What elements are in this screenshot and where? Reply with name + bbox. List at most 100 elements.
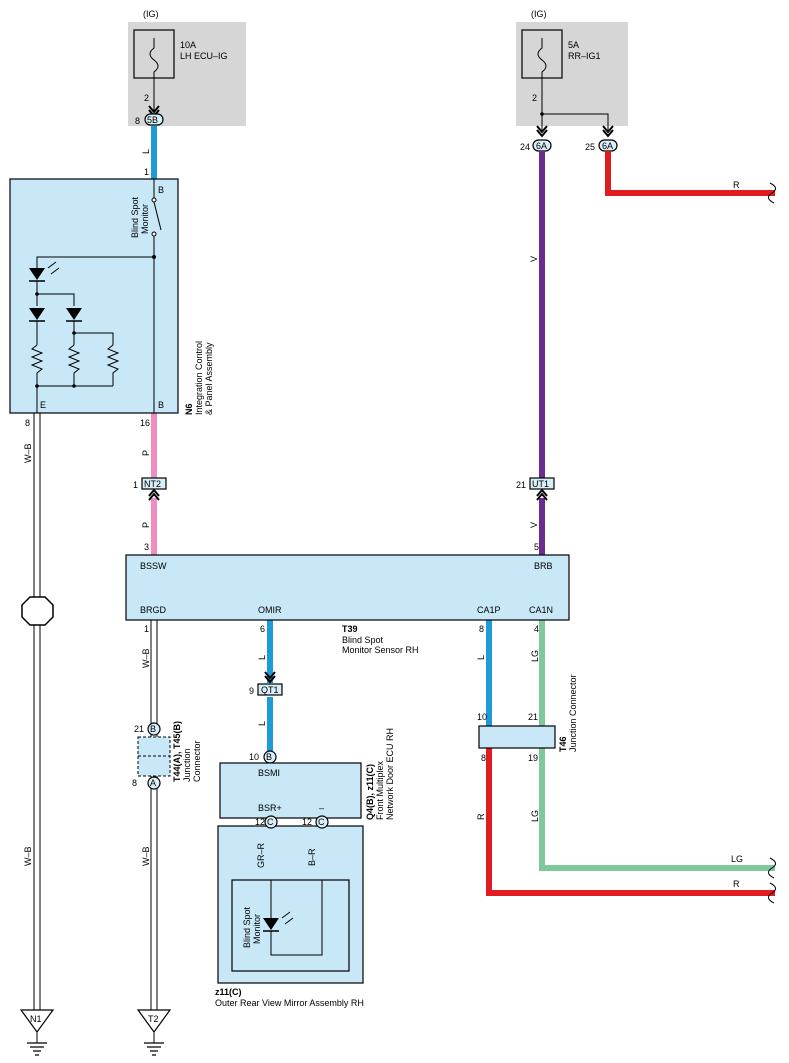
fuse-rating: 5A [568,40,579,50]
wire-color-label: LG [731,854,743,864]
fuse-block-rr-ig1: (IG) 5A RR–IG1 2 24 6A 25 6A [516,9,628,152]
connector-label: A [150,778,156,788]
fuse-symbol-icon [537,38,547,82]
component-name: Integration Control [194,341,204,415]
fuse-name: LH ECU–IG [180,51,228,61]
terminal-label: – [319,803,324,813]
wire-color-label: L [141,149,151,154]
wire-color-label: L [476,655,486,660]
pin-number: 1 [133,480,138,490]
component-code: N6 [184,403,194,415]
resistor-icon [106,344,120,386]
wire-color-label: R [476,813,486,820]
switch-label: Monitor [140,204,150,234]
pin-number: 3 [144,542,149,552]
connector-nt2: 1 NT2 [133,477,167,501]
pin-number: 24 [520,142,530,152]
terminal-label: BRGD [140,605,167,615]
wire-color-label: LG [530,810,540,822]
ground-icon [144,1042,164,1056]
connector-label: UT1 [532,479,549,489]
diode-icon [66,308,82,320]
fuse-source-label: (IG) [531,9,547,19]
component-code: Q4(B), z11(C) [365,764,375,820]
component-q4: 10 B BSMI BSR+ – Q4(B), z11(C) Front Mul… [219,728,395,820]
fuse-rating: 10A [180,40,196,50]
pin-number: 2 [144,93,149,103]
wire-color-label: V [529,256,539,262]
wire-color-label: P [141,450,151,456]
arrow-up-icon [148,488,160,501]
resistor-icon [30,344,44,386]
arrow-down-icon [264,671,276,684]
component-t46: 10 21 8 19 T46 Junction Connector [477,674,578,763]
fuse-source-label: (IG) [143,9,159,19]
terminal-label: BSMI [258,768,280,778]
connector-label: 6A [536,141,547,151]
ground-label: T2 [148,1014,159,1024]
wire-color-label: R [733,879,740,889]
terminal-label: OMIR [258,605,282,615]
pin-number: 8 [479,624,484,634]
resistor-icon [67,344,81,386]
wire-color-label: W–B [141,648,151,668]
connector-label: NT2 [144,479,161,489]
pin-number: 10 [249,752,259,762]
terminal-label: E [40,400,46,410]
pin-number: 21 [516,480,526,490]
terminal-label: B [158,185,164,195]
wire-color-label: B–R [307,848,317,866]
connector-label: 6A [602,141,613,151]
pin-number: 2 [532,93,537,103]
pin-number: 5 [534,542,539,552]
terminal-label: BRB [534,561,553,571]
wire-color-label: L [257,655,267,660]
diode-icon [29,308,45,320]
fuse-symbol-icon [149,38,159,82]
component-name: Junction [182,748,192,782]
pin-number: 8 [132,778,137,788]
wire-color-label: W–B [141,846,151,866]
component-name: & Panel Assembly [204,342,214,415]
component-t44-t45: B 21 A 8 T44(A), T45(B) Junction Connect… [132,721,202,790]
pin-number: 6 [260,624,265,634]
ground-t2: T2 [136,1009,172,1056]
pin-number: 8 [135,116,140,126]
component-name: Network Door ECU RH [385,728,395,820]
led-icon [263,918,279,930]
pin-number: 8 [25,418,30,428]
component-code: T44(A), T45(B) [172,721,182,782]
connector-label: C [318,817,325,827]
component-name: Connector [192,740,202,782]
pin-number: 25 [585,142,595,152]
pin-number: 8 [481,753,486,763]
pin-number: 9 [249,686,254,696]
wire-color-label: L [257,721,267,726]
component-code: T46 [558,736,568,752]
wire-color-label: LG [530,650,540,662]
splice-point [21,596,54,626]
pin-number: 1 [144,624,149,634]
wire-color-label: GR–R [256,842,266,868]
component-name: Outer Rear View Mirror Assembly RH [215,998,364,1008]
terminal-label: CA1P [477,605,501,615]
pin-number: 21 [528,712,538,722]
terminal-label: B [158,400,164,410]
fuse-block-lh-ecu-ig: (IG) 10A LH ECU–IG 2 8 5B [128,9,246,126]
ground-n1: N1 [19,1009,55,1056]
component-code: T39 [342,624,358,634]
wire-color-label: W–B [23,846,33,866]
led-label: Monitor [252,914,262,944]
fuse-name: RR–IG1 [568,51,601,61]
pin-number: 1 [144,167,149,177]
component-name: Monitor Sensor RH [342,645,419,655]
led-label: Blind Spot [242,906,252,948]
component-name: Blind Spot [342,635,384,645]
connector-label: QT1 [261,685,279,695]
component-name: Front Multiplex [375,760,385,820]
switch-label: Blind Spot [130,196,140,238]
arrow-up-icon [536,488,548,501]
pin-number: 19 [528,753,538,763]
terminal-label: CA1N [529,605,553,615]
